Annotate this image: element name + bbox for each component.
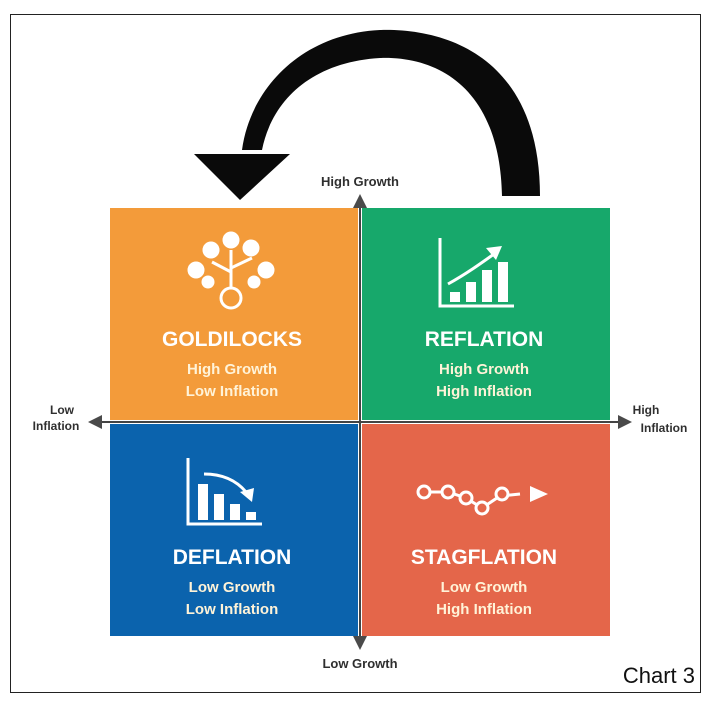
goldilocks-title: GOLDILOCKS [162, 328, 302, 351]
stagflation-title: STAGFLATION [411, 546, 557, 569]
reflation-line1: High Growth [439, 361, 529, 378]
stagflation-line2: High Inflation [436, 601, 532, 618]
axis-right-label-1: High [633, 403, 660, 417]
axis-left-label-2: Inflation [33, 419, 80, 433]
stagflation-line1: Low Growth [441, 579, 528, 596]
deflation-quadrant [110, 424, 358, 636]
reflation-line2: High Inflation [436, 383, 532, 400]
axis-right-label-2: Inflation [641, 421, 688, 435]
deflation-title: DEFLATION [173, 546, 292, 569]
reflation-title: REFLATION [425, 328, 544, 351]
rising-bar-chart-icon [438, 238, 514, 308]
left-arrowhead [88, 415, 102, 429]
goldilocks-line2: Low Inflation [186, 383, 278, 400]
reflation-quadrant [362, 208, 610, 420]
money-tree-icon [187, 231, 275, 310]
deflation-line1: Low Growth [189, 579, 276, 596]
axis-top-label: High Growth [321, 174, 399, 189]
right-arrowhead [618, 415, 632, 429]
falling-bar-chart-icon [186, 458, 262, 526]
down-arrowhead [353, 636, 367, 650]
goldilocks-line1: High Growth [187, 361, 277, 378]
curved-arrow-icon [194, 29, 540, 200]
figure-frame [10, 14, 701, 693]
axis-left-label-1: Low [50, 403, 75, 417]
deflation-line2: Low Inflation [186, 601, 278, 618]
axis-bottom-label: Low Growth [322, 656, 397, 671]
stagflation-quadrant [362, 424, 610, 636]
path-arrow-icon [416, 484, 548, 516]
chart-caption: Chart 3 [622, 663, 695, 688]
axes [88, 194, 632, 650]
up-arrowhead [353, 194, 367, 208]
